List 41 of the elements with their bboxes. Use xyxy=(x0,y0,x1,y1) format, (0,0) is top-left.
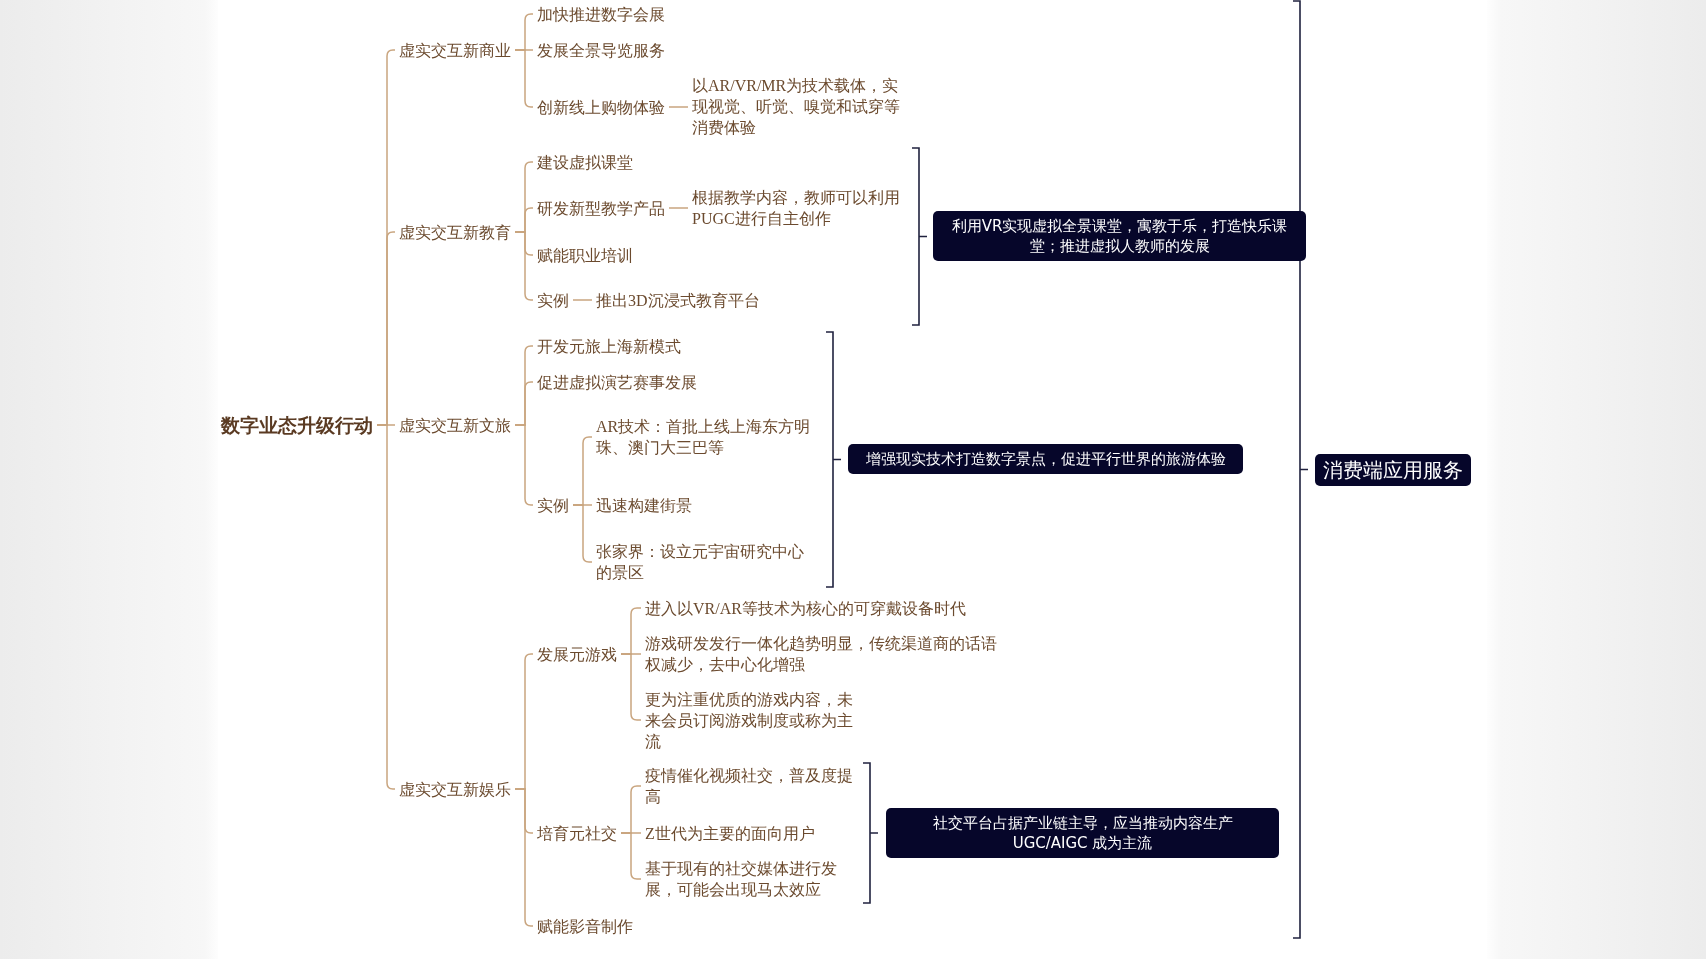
summary-box: 利用VR实现虚拟全景课堂，寓教于乐，打造快乐课堂；推进虚拟人教师的发展 xyxy=(933,211,1306,261)
subtopic: 加快推进数字会展 xyxy=(537,3,665,25)
subtopic: 发展元游戏 xyxy=(537,643,617,665)
subtopic: 赋能职业培训 xyxy=(537,244,633,266)
detail-text: 进入以VR/AR等技术为核心的可穿戴设备时代 xyxy=(645,597,1005,619)
connector-line xyxy=(668,106,689,108)
subtopic: 建设虚拟课堂 xyxy=(537,151,633,173)
detail-text: 迅速构建街景 xyxy=(596,494,811,516)
subtopic: 开发元旅上海新模式 xyxy=(537,335,681,357)
subtopic: 研发新型教学产品 xyxy=(537,197,665,219)
detail-text: 基于现有的社交媒体进行发展，可能会出现马太效应 xyxy=(645,858,845,900)
subtopic: 培育元社交 xyxy=(537,822,617,844)
connector-line xyxy=(514,424,534,506)
connector-line xyxy=(514,788,534,927)
detail-text: 张家界：设立元宇宙研究中心的景区 xyxy=(596,541,808,583)
branch-topic: 虚实交互新教育 xyxy=(399,221,511,243)
connector-line xyxy=(572,299,593,301)
detail-text: 根据教学内容，教师可以利用PUGC进行自主创作 xyxy=(692,187,904,229)
root-topic: 数字业态升级行动 xyxy=(221,414,373,436)
connector-line xyxy=(376,424,396,790)
subtopic: 实例 xyxy=(537,494,569,516)
detail-text: 推出3D沉浸式教育平台 xyxy=(596,289,826,311)
connector-line xyxy=(514,231,534,301)
summary-box: 增强现实技术打造数字景点，促进平行世界的旅游体验 xyxy=(848,444,1243,474)
subtopic: 促进虚拟演艺赛事发展 xyxy=(537,371,697,393)
branch-topic: 虚实交互新娱乐 xyxy=(399,778,511,800)
subtopic: 实例 xyxy=(537,289,569,311)
subtopic: 发展全景导览服务 xyxy=(537,39,665,61)
detail-text: 游戏研发发行一体化趋势明显，传统渠道商的话语权减少，去中心化增强 xyxy=(645,633,1002,675)
connector-line xyxy=(514,49,534,108)
detail-text: AR技术：首批上线上海东方明珠、澳门大三巴等 xyxy=(596,416,811,458)
subtopic: 创新线上购物体验 xyxy=(537,96,665,118)
branch-topic: 虚实交互新文旅 xyxy=(399,414,511,436)
summary-box: 社交平台占据产业链主导，应当推动内容生产UGC/AIGC 成为主流 xyxy=(886,808,1279,858)
detail-text: 以AR/VR/MR为技术载体，实现视觉、听觉、嗅觉和试穿等消费体验 xyxy=(692,74,904,138)
connector-line xyxy=(668,207,689,209)
subtopic: 赋能影音制作 xyxy=(537,915,633,937)
branch-topic: 虚实交互新商业 xyxy=(399,39,511,61)
detail-text: 疫情催化视频社交，普及度提高 xyxy=(645,765,857,807)
summary-box: 消费端应用服务 xyxy=(1315,454,1471,486)
detail-text: 更为注重优质的游戏内容，未来会员订阅游戏制度或称为主流 xyxy=(645,688,857,752)
